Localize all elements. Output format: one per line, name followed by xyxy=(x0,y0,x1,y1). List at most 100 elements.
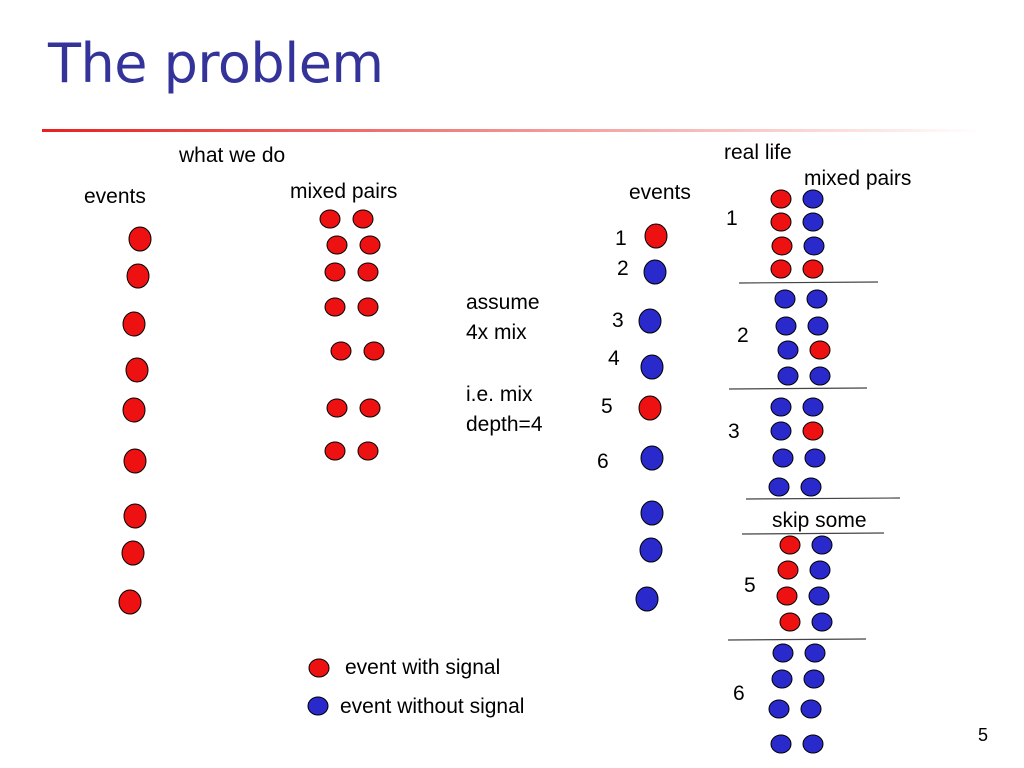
right-event-dot xyxy=(640,500,664,526)
right-pair-dot xyxy=(770,734,792,754)
group-label-3: 3 xyxy=(728,420,740,443)
group-label-2: 2 xyxy=(737,324,749,347)
right-pair-dot xyxy=(774,289,796,309)
right-pair-dot xyxy=(800,477,822,497)
right-pair-dot xyxy=(777,560,799,580)
left-event-dot xyxy=(125,357,149,383)
left-pair-dot xyxy=(357,262,379,282)
right-pair-dot xyxy=(802,734,824,754)
left-event-dot xyxy=(122,397,146,423)
right-event-dot xyxy=(638,395,662,421)
right-heading: real life xyxy=(724,141,792,164)
event-number-2: 2 xyxy=(617,257,629,280)
skip-separator xyxy=(741,532,885,535)
left-pair-dot xyxy=(352,209,374,229)
right-pair-dot xyxy=(802,259,824,279)
right-pair-dot xyxy=(772,448,794,468)
right-pairs-label: mixed pairs xyxy=(804,167,912,190)
left-pairs-label: mixed pairs xyxy=(290,180,398,203)
legend-signal-dot xyxy=(308,658,330,678)
right-pair-dot xyxy=(804,643,826,663)
right-pair-dot xyxy=(811,535,833,555)
right-pair-dot xyxy=(777,366,799,386)
note-line-2: 4x mix xyxy=(466,321,527,344)
left-event-dot xyxy=(122,311,146,337)
event-number-1: 1 xyxy=(615,227,627,250)
left-event-dot xyxy=(128,226,152,252)
right-event-dot xyxy=(639,537,663,563)
right-pair-dot xyxy=(802,421,824,441)
right-pair-dot xyxy=(809,560,831,580)
group-separator xyxy=(745,497,901,500)
note-line-4: depth=4 xyxy=(466,413,543,436)
group-separator xyxy=(728,387,868,390)
title-underline xyxy=(42,129,982,132)
left-pair-dot xyxy=(359,398,381,418)
right-pair-dot xyxy=(802,397,824,417)
right-event-dot xyxy=(644,223,668,249)
event-number-3: 3 xyxy=(612,309,624,332)
right-pair-dot xyxy=(779,535,801,555)
group-label-1: 1 xyxy=(726,207,738,230)
right-pair-dot xyxy=(768,477,790,497)
right-pair-dot xyxy=(770,259,792,279)
left-pair-dot xyxy=(357,441,379,461)
left-pair-dot xyxy=(363,341,385,361)
right-events-label: events xyxy=(629,181,691,204)
right-pair-dot xyxy=(775,316,797,336)
right-pair-dot xyxy=(803,669,825,689)
left-heading: what we do xyxy=(179,144,286,167)
left-pair-dot xyxy=(359,235,381,255)
left-pair-dot xyxy=(330,341,352,361)
legend-nosignal-label: event without signal xyxy=(340,695,525,718)
left-pair-dot xyxy=(326,235,348,255)
right-pair-dot xyxy=(770,189,792,209)
left-event-dot xyxy=(118,589,142,615)
right-pair-dot xyxy=(809,366,831,386)
left-pair-dot xyxy=(357,297,379,317)
right-pair-dot xyxy=(804,448,826,468)
right-pair-dot xyxy=(772,643,794,663)
event-number-5: 5 xyxy=(601,395,613,418)
right-pair-dot xyxy=(779,612,801,632)
right-pair-dot xyxy=(800,699,822,719)
right-event-dot xyxy=(640,445,664,471)
left-event-dot xyxy=(121,540,145,566)
right-event-dot xyxy=(635,586,659,612)
right-pair-dot xyxy=(770,397,792,417)
legend-nosignal-dot xyxy=(307,696,329,716)
right-pair-dot xyxy=(771,669,793,689)
note-line-3: i.e. mix xyxy=(466,383,533,406)
left-pair-dot xyxy=(326,398,348,418)
right-pair-dot xyxy=(811,612,833,632)
right-pair-dot xyxy=(806,289,828,309)
left-event-dot xyxy=(126,263,150,289)
right-pair-dot xyxy=(776,586,798,606)
right-pair-dot xyxy=(802,212,824,232)
left-pair-dot xyxy=(324,441,346,461)
note-line-1: assume xyxy=(466,291,540,314)
event-number-4: 4 xyxy=(608,347,620,370)
skip-some-label: skip some xyxy=(772,509,867,532)
right-pair-dot xyxy=(809,340,831,360)
right-pair-dot xyxy=(770,421,792,441)
group-label-5: 5 xyxy=(744,574,756,597)
legend-signal-label: event with signal xyxy=(345,656,501,679)
right-event-dot xyxy=(638,308,662,334)
right-pair-dot xyxy=(807,316,829,336)
right-pair-dot xyxy=(777,340,799,360)
left-event-dot xyxy=(123,503,147,529)
group-separator xyxy=(738,281,879,284)
group-label-6: 6 xyxy=(733,682,745,705)
left-event-dot xyxy=(123,448,147,474)
right-event-dot xyxy=(643,259,667,285)
right-pair-dot xyxy=(771,236,793,256)
left-events-label: events xyxy=(84,185,146,208)
right-pair-dot xyxy=(770,212,792,232)
right-pair-dot xyxy=(768,699,790,719)
left-pair-dot xyxy=(324,297,346,317)
group-separator xyxy=(727,638,867,641)
right-pair-dot xyxy=(803,236,825,256)
right-pair-dot xyxy=(808,586,830,606)
slide-title: The problem xyxy=(48,32,384,95)
